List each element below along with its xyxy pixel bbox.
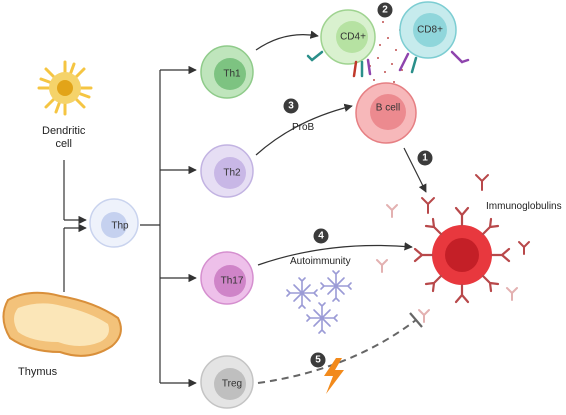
thp-cell: [89, 198, 139, 248]
autoimmunity-label: Autoimmunity: [290, 256, 351, 267]
cd4-label: CD4+: [340, 31, 366, 43]
th1-label: Th1: [223, 68, 241, 80]
step-badge-2: 2: [377, 2, 393, 18]
step-badge-4: 4: [313, 228, 329, 244]
th17-cell: [200, 251, 254, 305]
b-cell: [355, 82, 417, 144]
step-badge-5: 5: [310, 352, 326, 368]
dendritic-cell-icon: [37, 60, 93, 116]
arrow-th1-cd4: [255, 30, 319, 51]
plasma-cell: [413, 206, 511, 304]
bcell-label: B cell: [375, 102, 401, 114]
arrow-bcell-plasma: [403, 147, 427, 193]
inhibit-bar: [409, 312, 423, 328]
thp-label: Thp: [111, 220, 129, 232]
step-badge-1: 1: [417, 150, 433, 166]
dendritic-cell-label: Dendritic cell: [42, 125, 86, 150]
lightning-icon: [324, 358, 344, 394]
immunoglobulins-label: Immunoglobulins: [486, 201, 562, 212]
treg-label: Treg: [221, 378, 243, 390]
free-immunoglobulins: [376, 174, 530, 323]
treg-cell: [200, 355, 254, 409]
prob-label: ProB: [292, 122, 315, 133]
th17-label: Th17: [220, 275, 244, 287]
th1-cell: [200, 45, 254, 99]
th2-cell: [200, 144, 254, 198]
tree-connectors: [63, 65, 197, 388]
cd8-cell: [399, 1, 457, 59]
step-badge-3: 3: [283, 98, 299, 114]
arrow-th17-plasma: [257, 242, 413, 266]
thymus-icon: [2, 291, 122, 357]
autoimmunity-proteins: [286, 270, 352, 334]
arrow-th2-bcell: [255, 103, 353, 156]
receptor-icons: [306, 50, 470, 78]
th2-label: Th2: [223, 167, 241, 179]
cd4-cell: [320, 9, 376, 65]
thymus-label: Thymus: [18, 366, 58, 378]
arrow-treg-plasma: [257, 319, 417, 384]
cd8-label: CD8+: [417, 24, 443, 36]
